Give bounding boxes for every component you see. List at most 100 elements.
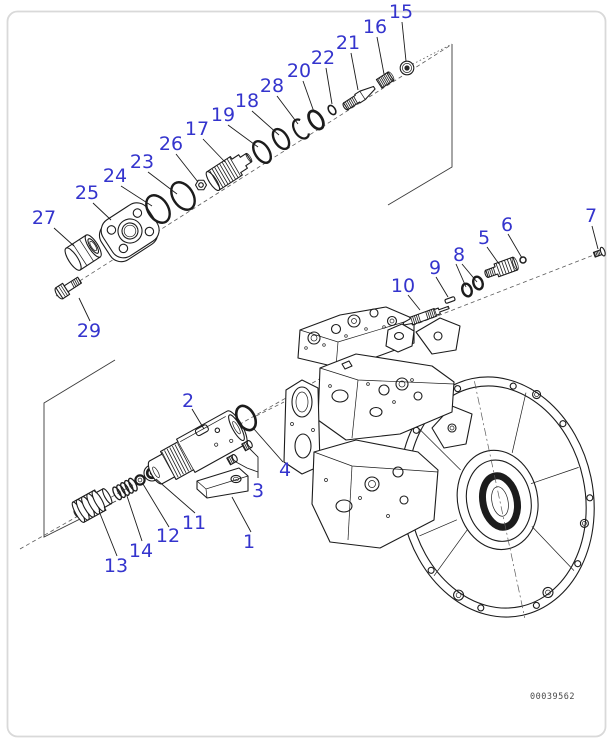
page-border bbox=[6, 10, 607, 738]
part-9-pin bbox=[444, 296, 456, 304]
leader-lines bbox=[53, 21, 599, 557]
part-12-nut bbox=[134, 474, 146, 486]
leader-26 bbox=[175, 153, 199, 183]
callout-7: 7 bbox=[585, 205, 597, 227]
part-26-nut bbox=[194, 179, 208, 191]
part-8-o-ring-b bbox=[472, 275, 484, 291]
part-16-fitting bbox=[375, 71, 395, 89]
callout-11: 11 bbox=[182, 512, 206, 534]
part-4-o-ring bbox=[234, 404, 258, 432]
callout-15: 15 bbox=[389, 1, 413, 23]
part-5-plug bbox=[484, 256, 519, 278]
leader-4 bbox=[253, 428, 284, 463]
part-13-plug bbox=[71, 486, 113, 523]
valve-body-mid bbox=[317, 353, 455, 441]
leader-8b bbox=[461, 263, 478, 283]
part-29-bolt bbox=[54, 276, 83, 300]
part-8-o-ring-a bbox=[461, 282, 473, 298]
leader-3b bbox=[235, 461, 259, 473]
part-20-o-ring bbox=[307, 109, 325, 131]
callout-5: 5 bbox=[478, 227, 490, 249]
leader-20 bbox=[302, 80, 315, 113]
callout-26: 26 bbox=[159, 133, 183, 155]
callout-9: 9 bbox=[429, 257, 441, 279]
leader-25 bbox=[92, 202, 112, 221]
leader-28 bbox=[276, 95, 299, 125]
callout-25: 25 bbox=[75, 182, 99, 204]
part-6-o-ring bbox=[519, 256, 527, 264]
valve-body-foot bbox=[283, 379, 321, 475]
callout-6: 6 bbox=[501, 214, 513, 236]
callout-27: 27 bbox=[32, 207, 56, 229]
leader-2 bbox=[191, 408, 205, 430]
part-10-valve bbox=[402, 305, 450, 326]
leader-8a bbox=[455, 263, 467, 288]
part-3-screw-b bbox=[226, 454, 238, 466]
leader-3a bbox=[249, 448, 259, 478]
valve-body-bottom bbox=[311, 439, 439, 549]
flange-ribs bbox=[416, 392, 579, 577]
callout-1: 1 bbox=[243, 531, 255, 553]
leader-29 bbox=[78, 297, 91, 322]
leader-5 bbox=[486, 246, 500, 265]
leader-21 bbox=[350, 52, 359, 91]
callout-14: 14 bbox=[129, 540, 153, 562]
part-18-o-ring bbox=[271, 127, 291, 151]
leader-1 bbox=[231, 496, 252, 533]
callout-numbers: 1 2 3 4 5 6 7 8 9 10 11 12 13 14 15 16 1… bbox=[32, 1, 597, 577]
leader-13 bbox=[98, 510, 118, 557]
leader-16 bbox=[376, 36, 385, 75]
callout-21: 21 bbox=[336, 32, 360, 54]
part-21-valve bbox=[342, 85, 376, 111]
part-15-nut bbox=[399, 60, 415, 76]
valve-inlet-boss bbox=[385, 323, 415, 353]
callout-29: 29 bbox=[77, 320, 101, 342]
leader-23 bbox=[147, 171, 178, 195]
leader-24 bbox=[120, 185, 153, 207]
part-22-o-ring bbox=[327, 104, 337, 116]
callout-22: 22 bbox=[311, 47, 335, 69]
part-23-o-ring bbox=[170, 181, 196, 211]
part-28-snap-ring bbox=[292, 118, 310, 140]
callout-8: 8 bbox=[453, 244, 465, 266]
callout-17: 17 bbox=[185, 118, 209, 140]
callout-10: 10 bbox=[391, 275, 415, 297]
leader-10 bbox=[407, 294, 421, 311]
leader-11 bbox=[155, 478, 196, 514]
part-25-flange bbox=[98, 202, 160, 263]
leader-9 bbox=[435, 276, 449, 298]
part-3-screw-a bbox=[241, 440, 253, 452]
callout-3: 3 bbox=[252, 480, 264, 502]
part-24-o-ring bbox=[145, 194, 171, 224]
leader-6 bbox=[507, 233, 523, 259]
leader-14 bbox=[126, 495, 143, 542]
leader-7 bbox=[591, 225, 599, 250]
part-1-block bbox=[196, 467, 249, 499]
callout-18: 18 bbox=[235, 90, 259, 112]
part-27-collar-nut bbox=[64, 234, 102, 271]
callout-20: 20 bbox=[287, 60, 311, 82]
callout-23: 23 bbox=[130, 151, 154, 173]
callout-16: 16 bbox=[363, 16, 387, 38]
callout-13: 13 bbox=[104, 555, 128, 577]
leader-19 bbox=[227, 124, 259, 148]
callout-19: 19 bbox=[211, 104, 235, 126]
doc-number: 00039562 bbox=[530, 692, 575, 702]
part-7-screw bbox=[592, 246, 606, 258]
part-19-o-ring bbox=[252, 140, 272, 164]
callout-4: 4 bbox=[279, 459, 291, 481]
callout-12: 12 bbox=[156, 525, 180, 547]
callout-28: 28 bbox=[260, 75, 284, 97]
flange-bosses bbox=[453, 389, 589, 601]
part-14-spring bbox=[112, 477, 138, 501]
leader-18 bbox=[251, 110, 280, 136]
leader-15 bbox=[401, 21, 407, 62]
leader-17 bbox=[202, 138, 226, 163]
leader-22 bbox=[325, 67, 333, 105]
pump-main-body bbox=[283, 306, 595, 618]
callout-24: 24 bbox=[103, 165, 127, 187]
leader-12 bbox=[142, 483, 170, 528]
leader-27 bbox=[53, 227, 75, 247]
